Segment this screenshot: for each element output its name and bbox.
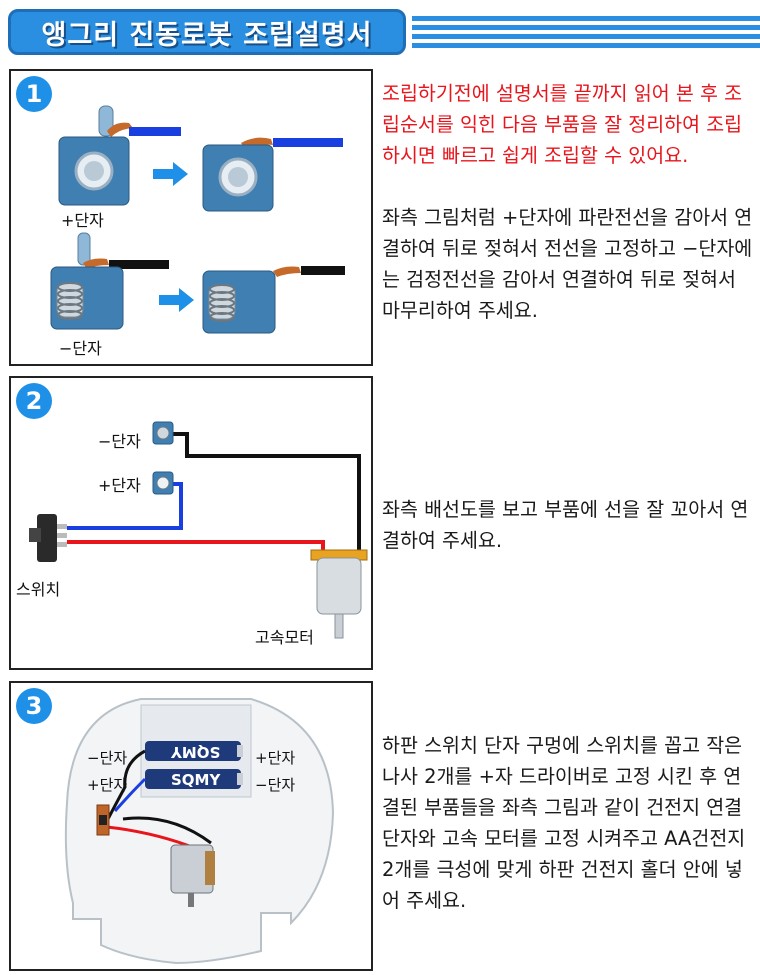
- wiring-diagram: [29, 421, 368, 639]
- arrow-icon: [153, 162, 188, 186]
- step-2-panel: 2 −단자 +단자 스위치: [9, 376, 373, 670]
- header: 앵그리 진동로봇 조립설명서: [0, 0, 760, 62]
- minus-terminal-part: [152, 421, 174, 445]
- step-2-description: 좌측 배선도를 보고 부품에 선을 잘 꼬아서 연결하여 주세요.: [382, 494, 754, 556]
- minus-terminal-before: [50, 232, 169, 330]
- black-wire: [105, 749, 146, 822]
- step-2-text: 좌측 배선도를 보고 부품에 선을 잘 꼬아서 연결하여 주세요.: [382, 498, 749, 552]
- base-plate: [64, 698, 335, 965]
- battery-brand-top: SQMY: [171, 743, 221, 761]
- blue-wire: [113, 777, 147, 812]
- step-3-panel: 3 SQMY SQMY −단자 +단자 +단자: [9, 681, 373, 971]
- minus-terminal-left-label: −단자: [87, 749, 128, 767]
- assembly-illustration: [64, 698, 335, 965]
- step-1-description: 조립하기전에 설명서를 끝까지 읽어 본 후 조립순서를 익힌 다음 부품을 잘…: [382, 78, 754, 326]
- plus-terminal-label: +단자: [61, 211, 104, 230]
- minus-terminal-right-label: −단자: [255, 776, 296, 794]
- minus-terminal-label: −단자: [59, 339, 102, 358]
- plus-terminal-label: +단자: [98, 476, 141, 495]
- plus-terminal-after: [202, 137, 343, 212]
- battery-top: [145, 741, 243, 761]
- step-1-warning-text: 조립하기전에 설명서를 끝까지 읽어 본 후 조립순서를 익힌 다음 부품을 잘…: [382, 82, 743, 167]
- battery-bottom: [145, 769, 243, 789]
- step-3-badge: 3: [16, 688, 52, 724]
- minus-terminal-after: [202, 266, 345, 334]
- plus-terminal-before: [58, 105, 181, 206]
- switch-part: [29, 514, 67, 562]
- step-1-text: 좌측 그림처럼 +단자에 파란전선을 감아서 연결하여 뒤로 젖혀서 전선을 고…: [382, 206, 753, 322]
- red-wire: [67, 540, 325, 556]
- blue-wire: [67, 482, 183, 530]
- step-1-badge: 1: [16, 76, 52, 112]
- plus-terminal-right-label: +단자: [255, 749, 296, 767]
- step-1-illustration: [50, 105, 345, 334]
- motor-part: [310, 549, 368, 639]
- step-3-description: 하판 스위치 단자 구멍에 스위치를 꼽고 작은 나사 2개를 +자 드라이버로…: [382, 730, 754, 916]
- switch-part: [96, 804, 110, 836]
- step-3-text: 하판 스위치 단자 구멍에 스위치를 꼽고 작은 나사 2개를 +자 드라이버로…: [382, 734, 746, 912]
- minus-terminal-label: −단자: [98, 432, 141, 451]
- step-2-badge: 2: [16, 383, 52, 419]
- arrow-icon: [159, 288, 194, 312]
- motor-part: [170, 844, 215, 907]
- battery-brand-bottom: SQMY: [171, 771, 221, 789]
- title-banner: 앵그리 진동로봇 조립설명서: [8, 9, 406, 55]
- motor-label: 고속모터: [255, 628, 314, 647]
- header-stripes: [412, 16, 760, 50]
- step-1-panel: 1: [9, 69, 373, 366]
- switch-label: 스위치: [16, 580, 61, 599]
- black-wire: [171, 432, 361, 552]
- page-title: 앵그리 진동로봇 조립설명서: [41, 19, 373, 51]
- plus-terminal-part: [152, 471, 174, 495]
- plus-terminal-left-label: +단자: [87, 776, 128, 794]
